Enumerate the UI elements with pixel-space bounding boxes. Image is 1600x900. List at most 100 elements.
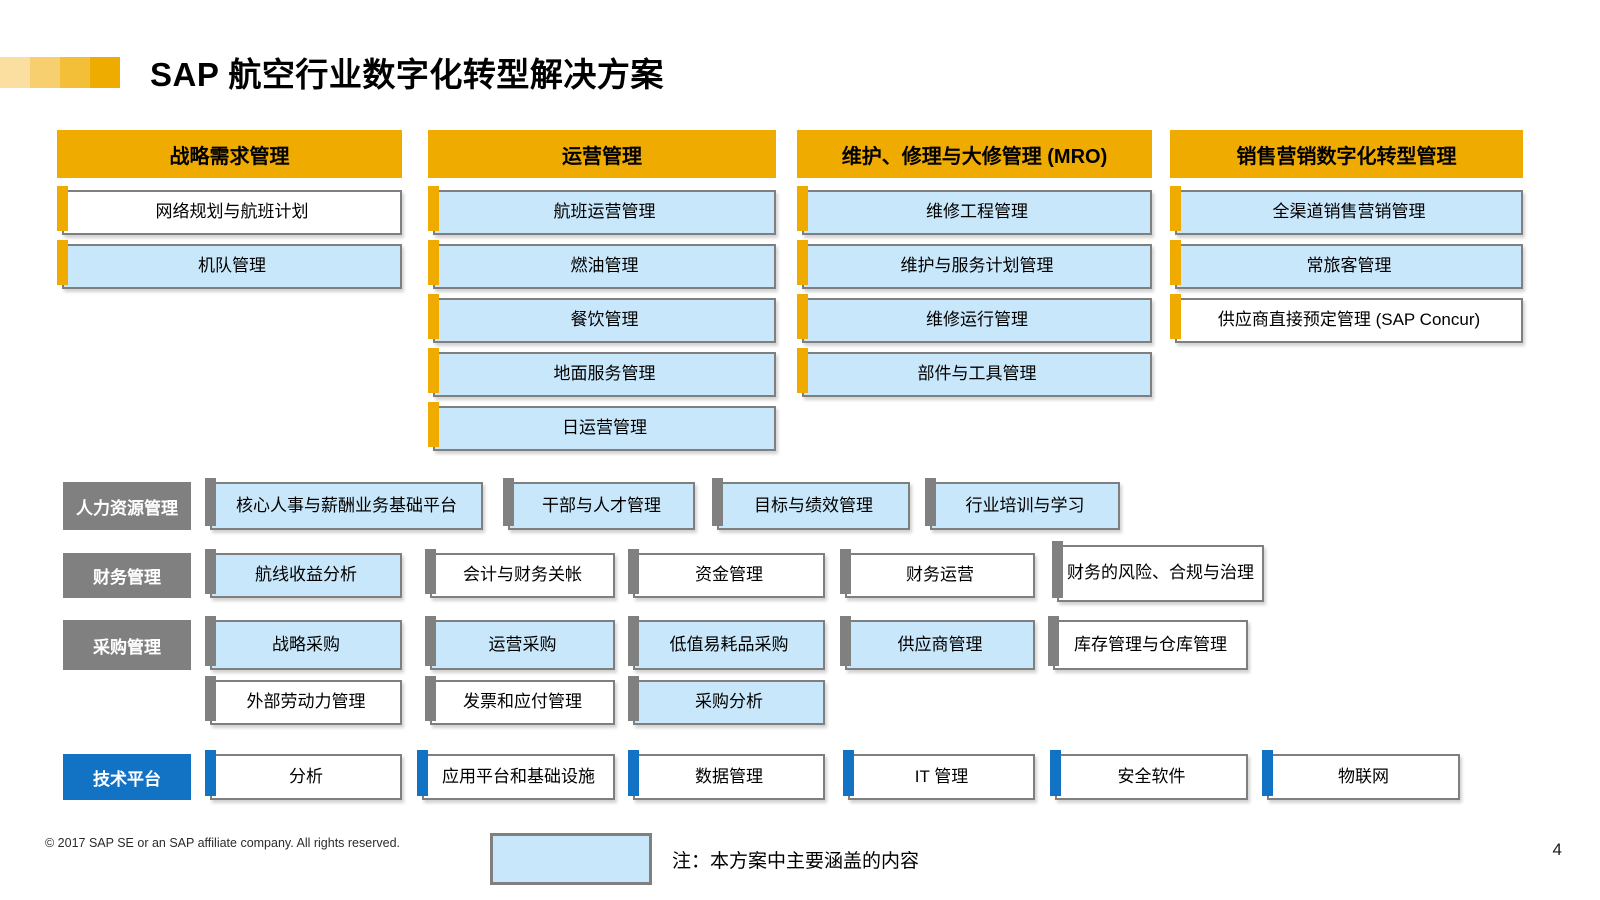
accent-bar	[797, 348, 808, 393]
copyright-text: © 2017 SAP SE or an SAP affiliate compan…	[45, 836, 401, 850]
column-header-strategy: 战略需求管理	[57, 130, 402, 178]
solution-box-label: 部件与工具管理	[802, 352, 1152, 397]
accent-bar	[797, 240, 808, 285]
solution-box: 财务运营	[840, 549, 1035, 598]
solution-box-label: 财务的风险、合规与治理	[1057, 545, 1264, 602]
accent-bar	[205, 616, 216, 666]
accent-bar	[797, 294, 808, 339]
accent-bar	[425, 616, 436, 666]
accent-bar	[428, 348, 439, 393]
solution-box-label: 核心人事与薪酬业务基础平台	[210, 482, 483, 530]
solution-box-label: IT 管理	[848, 754, 1035, 800]
solution-box: 干部与人才管理	[503, 478, 695, 530]
accent-bar	[57, 240, 68, 285]
solution-box-label: 会计与财务关帐	[430, 553, 615, 598]
accent-bar	[1170, 186, 1181, 231]
solution-box: 维护与服务计划管理	[797, 240, 1152, 289]
solution-box-label: 行业培训与学习	[930, 482, 1120, 530]
solution-box: 行业培训与学习	[925, 478, 1120, 530]
solution-box-label: 常旅客管理	[1175, 244, 1523, 289]
row-label-tech-platform: 技术平台	[63, 754, 191, 800]
solution-box-label: 数据管理	[633, 754, 825, 800]
legend-swatch	[490, 833, 652, 885]
solution-box: 发票和应付管理	[425, 676, 615, 725]
solution-box: 核心人事与薪酬业务基础平台	[205, 478, 483, 530]
solution-box-label: 干部与人才管理	[508, 482, 695, 530]
accent-bar	[1048, 616, 1059, 666]
accent-bar	[428, 240, 439, 285]
solution-box-label: 物联网	[1267, 754, 1460, 800]
column-header-operations: 运营管理	[428, 130, 776, 178]
deco-square	[30, 57, 60, 88]
solution-box-label: 战略采购	[210, 620, 402, 670]
solution-box-label: 目标与绩效管理	[717, 482, 910, 530]
accent-bar	[628, 750, 639, 796]
solution-box-label: 维修工程管理	[802, 190, 1152, 235]
accent-bar	[628, 549, 639, 594]
accent-bar	[503, 478, 514, 526]
solution-box: 航班运营管理	[428, 186, 776, 235]
solution-box-label: 安全软件	[1055, 754, 1248, 800]
deco-square	[90, 57, 120, 88]
solution-box-label: 运营采购	[430, 620, 615, 670]
solution-box: 采购分析	[628, 676, 825, 725]
accent-bar	[797, 186, 808, 231]
solution-box-label: 燃油管理	[433, 244, 776, 289]
solution-box: 资金管理	[628, 549, 825, 598]
accent-bar	[428, 402, 439, 447]
solution-box: 航线收益分析	[205, 549, 402, 598]
solution-box: 全渠道销售营销管理	[1170, 186, 1523, 235]
accent-bar	[1052, 541, 1063, 598]
solution-box: 低值易耗品采购	[628, 616, 825, 670]
solution-box-label: 外部劳动力管理	[210, 680, 402, 725]
solution-box-label: 维修运行管理	[802, 298, 1152, 343]
solution-box-label: 供应商直接预定管理 (SAP Concur)	[1175, 298, 1523, 343]
solution-box-label: 分析	[210, 754, 402, 800]
solution-box-label: 机队管理	[62, 244, 402, 289]
accent-bar	[840, 616, 851, 666]
solution-box: 外部劳动力管理	[205, 676, 402, 725]
solution-box-label: 维护与服务计划管理	[802, 244, 1152, 289]
accent-bar	[628, 616, 639, 666]
accent-bar	[712, 478, 723, 526]
solution-box: 维修运行管理	[797, 294, 1152, 343]
solution-box: 维修工程管理	[797, 186, 1152, 235]
deco-square	[60, 57, 90, 88]
accent-bar	[925, 478, 936, 526]
solution-box: 供应商管理	[840, 616, 1035, 670]
legend-note: 注：本方案中主要涵盖的内容	[672, 850, 920, 872]
accent-bar	[840, 549, 851, 594]
accent-bar	[428, 186, 439, 231]
solution-box: 目标与绩效管理	[712, 478, 910, 530]
solution-box-label: 航班运营管理	[433, 190, 776, 235]
accent-bar	[428, 294, 439, 339]
solution-box: 部件与工具管理	[797, 348, 1152, 397]
solution-box-label: 全渠道销售营销管理	[1175, 190, 1523, 235]
solution-box: 网络规划与航班计划	[57, 186, 402, 235]
solution-box: 分析	[205, 750, 402, 800]
solution-box: 地面服务管理	[428, 348, 776, 397]
solution-box-label: 网络规划与航班计划	[62, 190, 402, 235]
accent-bar	[425, 549, 436, 594]
row-label-hr: 人力资源管理	[63, 482, 191, 530]
solution-box: 数据管理	[628, 750, 825, 800]
solution-box-label: 餐饮管理	[433, 298, 776, 343]
column-header-mro: 维护、修理与大修管理 (MRO)	[797, 130, 1152, 178]
accent-bar	[205, 750, 216, 796]
solution-box: 餐饮管理	[428, 294, 776, 343]
solution-box: 安全软件	[1050, 750, 1248, 800]
page-title: SAP 航空行业数字化转型解决方案	[150, 56, 664, 93]
solution-box: 日运营管理	[428, 402, 776, 451]
solution-box: 运营采购	[425, 616, 615, 670]
solution-box-label: 采购分析	[633, 680, 825, 725]
solution-box-label: 资金管理	[633, 553, 825, 598]
solution-box: 物联网	[1262, 750, 1460, 800]
solution-box-label: 供应商管理	[845, 620, 1035, 670]
page-number: 4	[1552, 840, 1562, 859]
solution-box: 财务的风险、合规与治理	[1052, 541, 1264, 602]
solution-box-label: 地面服务管理	[433, 352, 776, 397]
solution-box: 机队管理	[57, 240, 402, 289]
solution-box: 供应商直接预定管理 (SAP Concur)	[1170, 294, 1523, 343]
accent-bar	[417, 750, 428, 796]
accent-bar	[1170, 294, 1181, 339]
